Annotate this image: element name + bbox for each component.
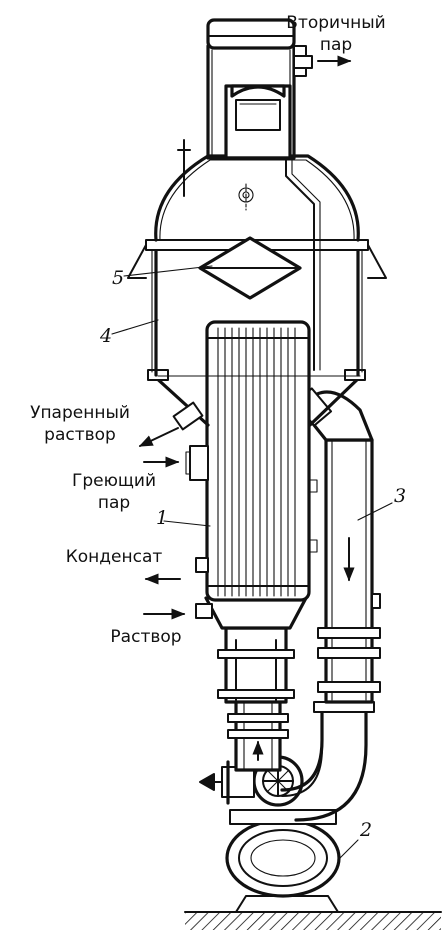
callout-5: 5 [112, 267, 124, 289]
inlet-pipe [204, 596, 308, 772]
deflector [198, 236, 302, 300]
label-condensate: Конденсат [66, 547, 163, 567]
callout-2: 2 [359, 819, 372, 841]
return-bend [280, 701, 375, 822]
callout-leaders [111, 265, 393, 861]
label-secondary-vapor-line1: Вторичный [286, 13, 385, 33]
top-separator [206, 18, 313, 160]
flow-arrows [138, 55, 352, 620]
circulation-pump [199, 755, 341, 898]
callout-3: 3 [394, 485, 406, 507]
circulation-pipe [293, 387, 381, 704]
callout-1: 1 [156, 507, 168, 529]
label-heating-steam-line1: Греющий [72, 471, 156, 491]
foundation [184, 895, 442, 930]
label-solution: Раствор [110, 627, 181, 647]
heating-chamber [185, 320, 318, 619]
label-secondary-vapor-line2: пар [320, 35, 352, 55]
label-evaporated-solution-line2: раствор [44, 425, 116, 445]
evaporated-solution-arrow [138, 427, 179, 447]
callout-4: 4 [99, 325, 112, 347]
label-evaporated-solution-line1: Упаренный [30, 403, 130, 423]
label-heating-steam-line2: пар [98, 493, 130, 513]
